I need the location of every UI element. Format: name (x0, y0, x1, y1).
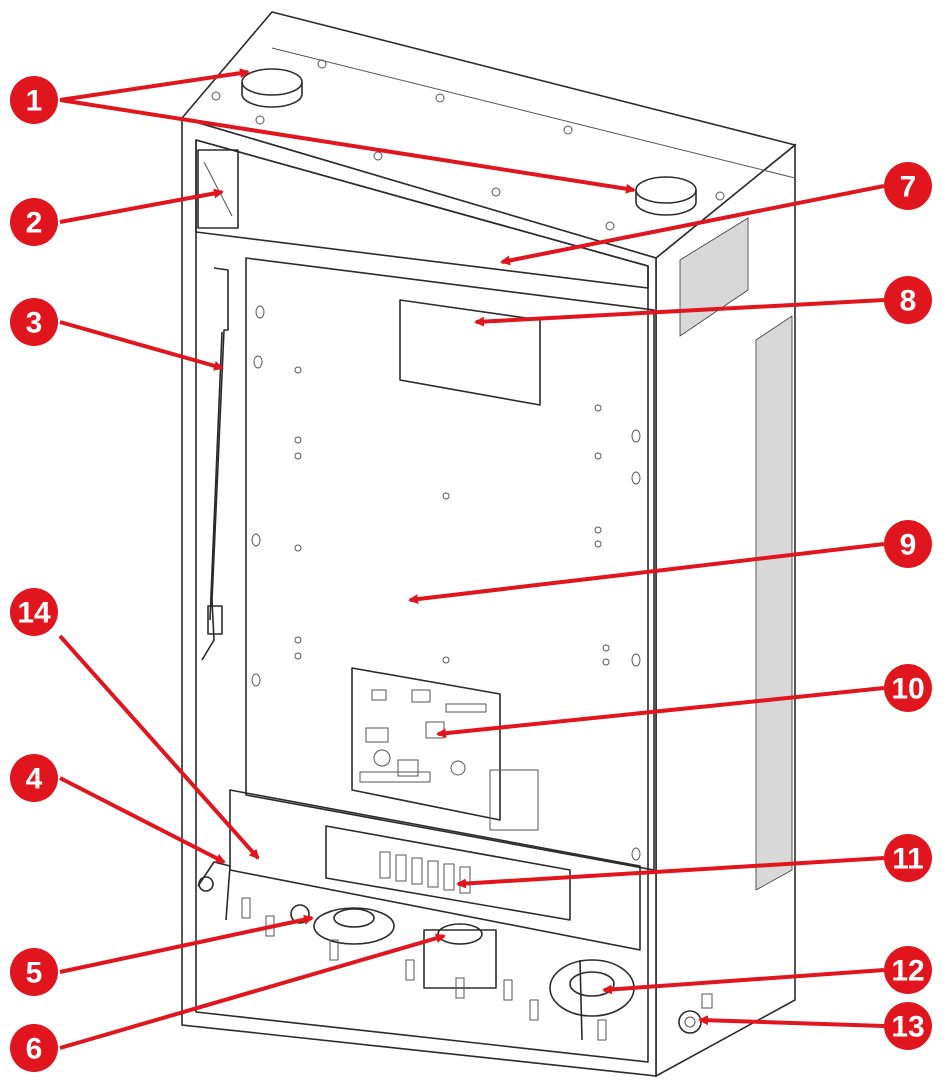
callout-11: 11 (884, 834, 932, 882)
svg-text:2: 2 (26, 207, 43, 240)
callout-2: 2 (10, 198, 58, 246)
svg-text:6: 6 (26, 1033, 43, 1066)
cabinet-drawing (180, 11, 797, 1078)
svg-text:12: 12 (891, 955, 924, 988)
callout-13: 13 (884, 1002, 932, 1050)
callout-4: 4 (10, 754, 58, 802)
svg-text:4: 4 (26, 763, 43, 796)
callout-10: 10 (884, 664, 932, 712)
svg-text:3: 3 (26, 307, 43, 340)
mounting-plate (245, 257, 655, 871)
svg-text:1: 1 (26, 85, 43, 118)
terminal-rail-duct (229, 789, 641, 951)
svg-text:9: 9 (900, 529, 917, 562)
callout-6: 6 (10, 1024, 58, 1072)
svg-text:14: 14 (17, 597, 51, 630)
callout-arrows (58, 68, 885, 1050)
callout-12: 12 (884, 946, 932, 994)
callout-14: 14 (10, 588, 58, 636)
callout-7: 7 (884, 162, 932, 210)
callout-9: 9 (884, 520, 932, 568)
callout-5: 5 (10, 948, 58, 996)
callout-8: 8 (884, 276, 932, 324)
callout-3: 3 (10, 298, 58, 346)
svg-text:13: 13 (891, 1011, 924, 1044)
callout-1: 1 (10, 76, 58, 124)
svg-text:5: 5 (26, 957, 43, 990)
side-vent-grille (679, 217, 793, 891)
svg-text:7: 7 (900, 171, 917, 204)
svg-text:8: 8 (900, 285, 917, 318)
controller-board (351, 667, 501, 821)
svg-text:11: 11 (892, 843, 924, 876)
svg-text:10: 10 (891, 673, 924, 706)
